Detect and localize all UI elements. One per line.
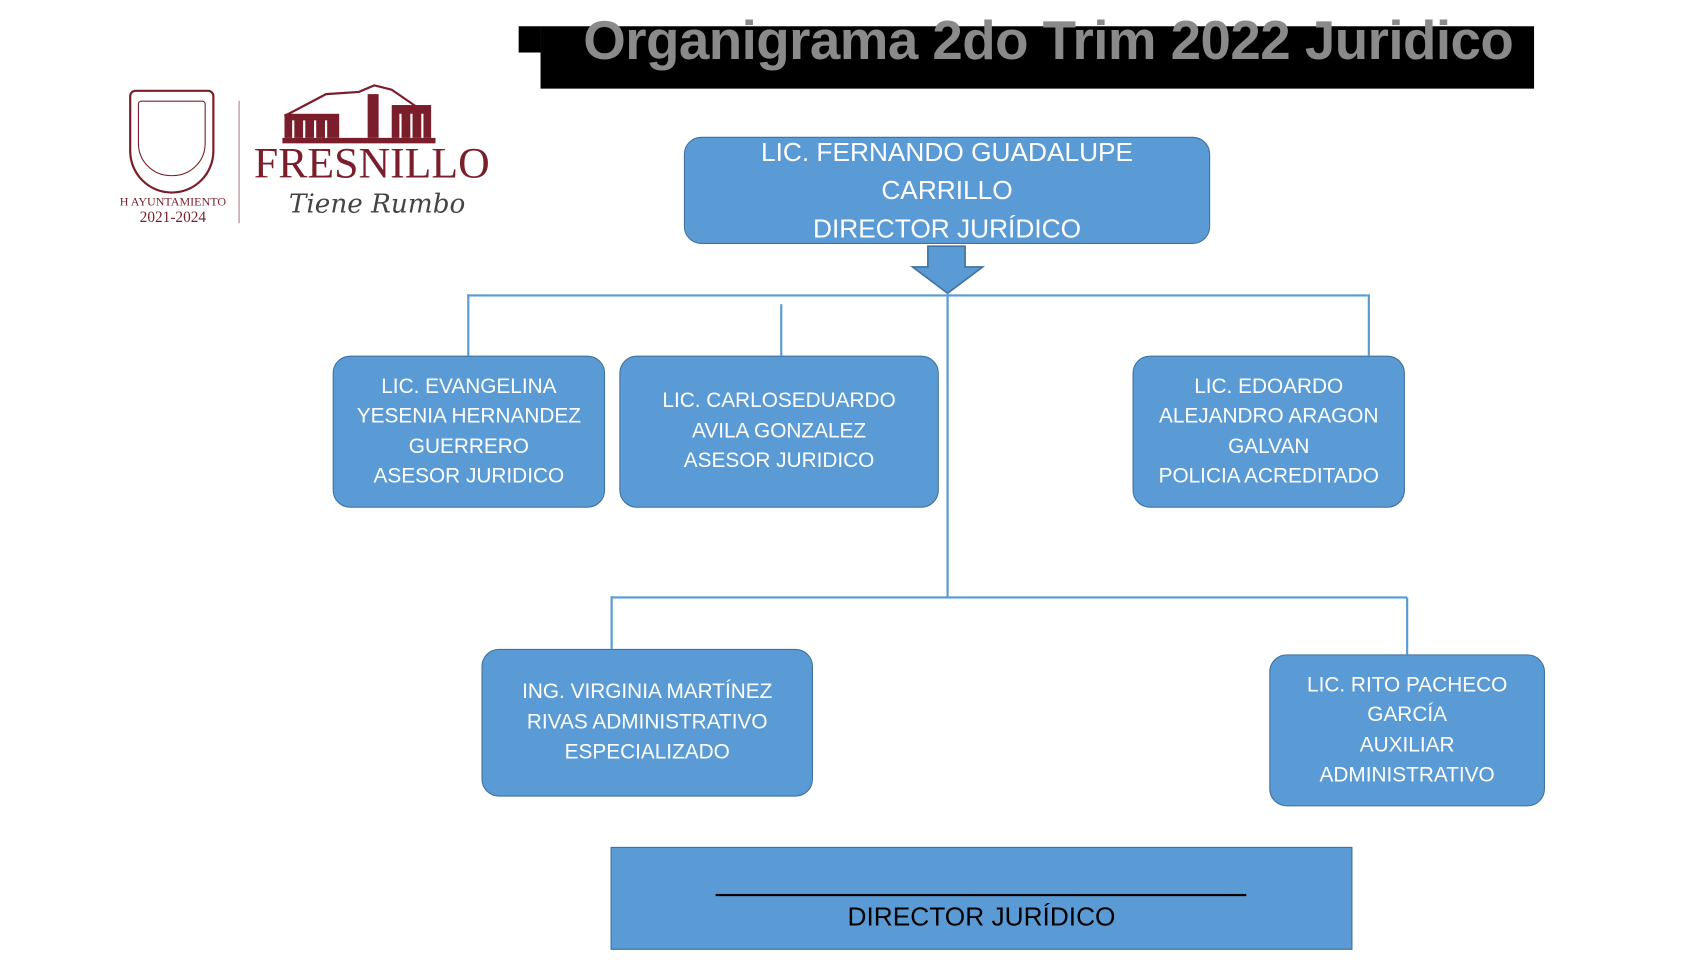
connector-line xyxy=(467,294,469,356)
box-line: DIRECTOR JURÍDICO xyxy=(813,213,1082,244)
box-line: ALEJANDRO ARAGON xyxy=(1158,404,1379,428)
logo-city: FRESNILLO xyxy=(253,137,490,188)
director-box: LIC. FERNANDO GUADALUPE CARRILLO DIRECTO… xyxy=(683,136,1211,245)
box-line: ING. VIRGINIA MARTÍNEZ xyxy=(522,680,773,704)
title-bar xyxy=(540,26,1535,89)
skyline-icon xyxy=(282,84,436,144)
box-line: ESPECIALIZADO xyxy=(564,741,730,765)
box-line: CARRILLO xyxy=(881,175,1013,206)
connector-line xyxy=(610,596,613,649)
title-bar-notch xyxy=(518,26,541,53)
box-line: AUXILIAR xyxy=(1359,733,1455,757)
box-line: GUERRERO xyxy=(408,434,529,458)
staff-box-edoardo: LIC. EDOARDO ALEJANDRO ARAGON GALVAN POL… xyxy=(1132,355,1405,508)
logo-divider xyxy=(238,100,240,224)
box-line: ADMINISTRATIVO xyxy=(1319,763,1495,787)
seal-icon xyxy=(129,89,215,194)
connector-line xyxy=(610,596,1408,598)
staff-box-virginia: ING. VIRGINIA MARTÍNEZ RIVAS ADMINISTRAT… xyxy=(481,648,813,797)
box-line: LIC. EVANGELINA xyxy=(381,374,557,398)
connector-line xyxy=(780,304,782,356)
box-line: YESENIA HERNANDEZ xyxy=(356,404,581,428)
signature-line xyxy=(715,893,1247,896)
connector-line xyxy=(1367,294,1370,356)
box-line: ASESOR JURIDICO xyxy=(373,465,565,489)
staff-box-rito: LIC. RITO PACHECO GARCÍA AUXILIAR ADMINI… xyxy=(1269,654,1546,807)
connector-line xyxy=(1406,597,1408,655)
box-line: LIC. RITO PACHECO xyxy=(1307,673,1508,697)
logo-slogan: Tiene Rumbo xyxy=(288,188,466,219)
down-arrow-icon xyxy=(910,245,985,295)
connector-line xyxy=(946,293,949,598)
staff-box-evangelina: LIC. EVANGELINA YESENIA HERNANDEZ GUERRE… xyxy=(332,355,606,508)
box-line: POLICIA ACREDITADO xyxy=(1158,465,1379,489)
box-line: ASESOR JURIDICO xyxy=(683,449,875,473)
box-line: RIVAS ADMINISTRATIVO xyxy=(526,710,768,734)
signature-label: DIRECTOR JURÍDICO xyxy=(847,902,1116,933)
box-line: GARCÍA xyxy=(1367,703,1447,727)
staff-box-carlos: LIC. CARLOSEDUARDO AVILA GONZALEZ ASESOR… xyxy=(619,355,939,508)
box-line: LIC. FERNANDO GUADALUPE xyxy=(760,137,1134,167)
seal-years: 2021-2024 xyxy=(139,210,207,227)
box-line: GALVAN xyxy=(1228,434,1310,458)
signature-box xyxy=(610,846,1353,950)
box-line: LIC. CARLOSEDUARDO xyxy=(662,389,896,413)
seal-text: H AYUNTAMIENTO xyxy=(119,195,227,209)
page-title: Organigrama 2do Trim 2022 Juridico xyxy=(583,9,1514,72)
seal-caption: H AYUNTAMIENTO 2021-2024 xyxy=(118,196,227,228)
box-line: LIC. EDOARDO xyxy=(1194,374,1344,398)
connector-line xyxy=(467,294,1368,296)
box-line: AVILA GONZALEZ xyxy=(692,419,867,443)
